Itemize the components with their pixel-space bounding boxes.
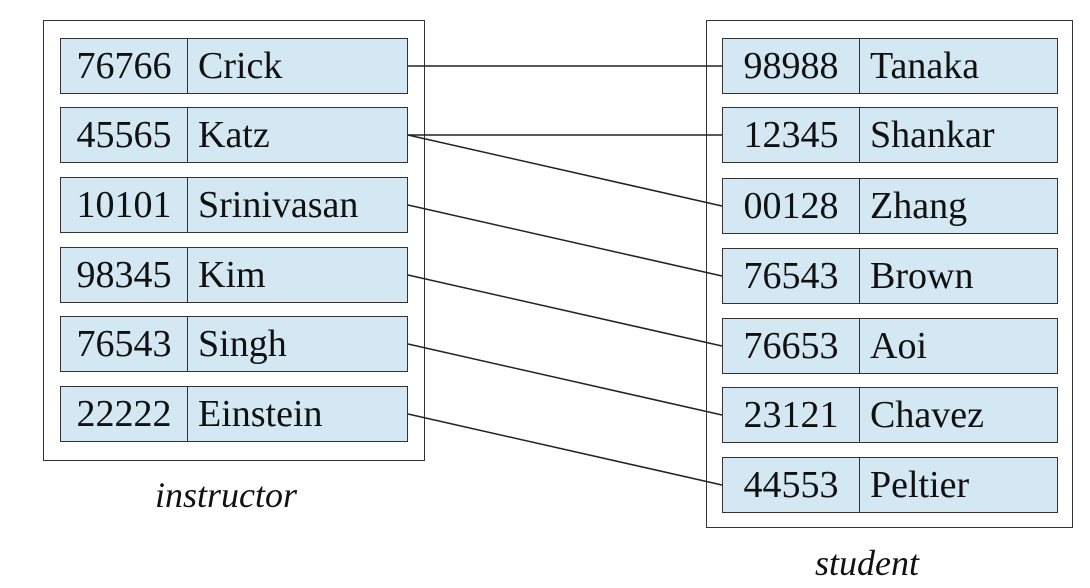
student-record: 76543 Brown: [722, 248, 1058, 304]
instructor-id: 10101: [61, 178, 188, 232]
student-id: 76543: [723, 249, 860, 303]
instructor-name: Srinivasan: [198, 184, 359, 226]
instructor-id: 76543: [61, 317, 188, 371]
instructor-name: Einstein: [198, 393, 323, 435]
relationship-link: [407, 204, 723, 277]
instructor-id: 45565: [61, 108, 188, 162]
student-name: Aoi: [870, 325, 927, 367]
instructor-id: 76766: [61, 39, 188, 93]
student-name: Tanaka: [870, 45, 980, 87]
student-record: 00128 Zhang: [722, 178, 1058, 234]
instructor-record: 10101 Srinivasan: [60, 177, 408, 233]
student-caption: student: [815, 543, 919, 583]
student-name: Chavez: [870, 394, 984, 436]
instructor-name: Crick: [198, 45, 283, 87]
student-id: 44553: [723, 458, 860, 512]
relationship-link: [407, 413, 723, 486]
student-record: 12345 Shankar: [722, 107, 1058, 163]
student-record: 76653 Aoi: [722, 318, 1058, 374]
student-name: Peltier: [870, 464, 970, 506]
student-name: Brown: [870, 255, 974, 297]
instructor-name: Singh: [198, 323, 287, 365]
instructor-id: 22222: [61, 387, 188, 441]
instructor-record: 22222 Einstein: [60, 386, 408, 442]
student-id: 12345: [723, 108, 860, 162]
student-record: 44553 Peltier: [722, 457, 1058, 513]
student-record: 23121 Chavez: [722, 387, 1058, 443]
student-id: 00128: [723, 179, 860, 233]
instructor-name: Kim: [198, 254, 266, 296]
instructor-record: 76543 Singh: [60, 316, 408, 372]
instructor-record: 45565 Katz: [60, 107, 408, 163]
instructor-id: 98345: [61, 248, 188, 302]
instructor-record: 98345 Kim: [60, 247, 408, 303]
student-name: Shankar: [870, 114, 995, 156]
relationship-link: [407, 274, 723, 347]
student-id: 76653: [723, 319, 860, 373]
instructor-record: 76766 Crick: [60, 38, 408, 94]
student-id: 98988: [723, 39, 860, 93]
student-id: 23121: [723, 388, 860, 442]
relationship-link: [407, 343, 723, 416]
relationship-link: [407, 134, 723, 207]
instructor-name: Katz: [198, 114, 270, 156]
student-name: Zhang: [870, 185, 968, 227]
instructor-caption: instructor: [155, 475, 298, 515]
student-record: 98988 Tanaka: [722, 38, 1058, 94]
